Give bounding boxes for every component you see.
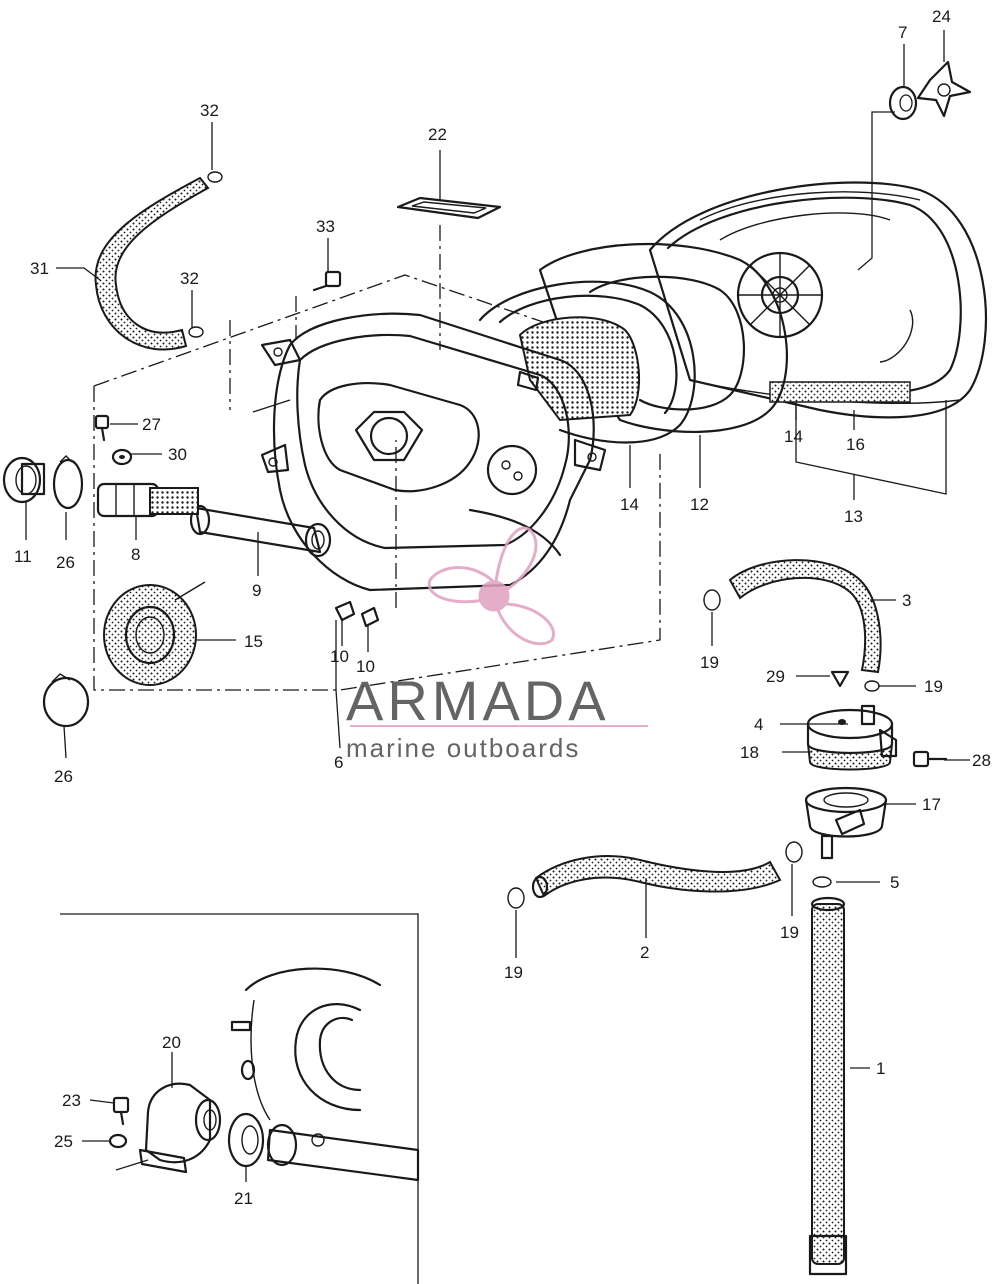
callout-10a: 10 bbox=[330, 647, 349, 666]
callout-15: 15 bbox=[244, 632, 263, 651]
valve-assembly bbox=[804, 704, 898, 860]
clamp-5 bbox=[812, 876, 832, 888]
watermark-brand: ARMADA bbox=[346, 669, 610, 732]
callout-1: 1 bbox=[876, 1059, 885, 1078]
pipe-1 bbox=[808, 896, 848, 1276]
watermark-tagline: marine outboards bbox=[346, 733, 580, 763]
inset-detail bbox=[60, 913, 420, 1284]
callout-21: 21 bbox=[234, 1189, 253, 1208]
callout-6: 6 bbox=[334, 753, 343, 772]
callout-2: 2 bbox=[640, 943, 649, 962]
intake-tube bbox=[189, 504, 332, 558]
callout-3: 3 bbox=[902, 591, 911, 610]
element-gasket bbox=[478, 280, 696, 444]
leader-lines bbox=[25, 30, 970, 1182]
callout-22: 22 bbox=[428, 125, 447, 144]
grommet-15 bbox=[103, 581, 206, 686]
callout-14b: 14 bbox=[784, 427, 803, 446]
screws-10 bbox=[334, 600, 380, 628]
cap-11 bbox=[2, 456, 46, 504]
check-29 bbox=[830, 670, 850, 688]
callout-11: 11 bbox=[14, 547, 32, 566]
gasket bbox=[396, 196, 502, 220]
callout-28: 28 bbox=[972, 751, 991, 770]
callout-10b: 10 bbox=[356, 657, 375, 676]
callout-32a: 32 bbox=[200, 101, 219, 120]
washer-30 bbox=[111, 448, 133, 466]
callout-19c: 19 bbox=[780, 923, 799, 942]
bolt-33 bbox=[312, 270, 342, 292]
callout-27: 27 bbox=[142, 415, 161, 434]
air-cleaner-cover bbox=[648, 181, 988, 419]
hose-3 bbox=[728, 559, 882, 674]
callout-26a: 26 bbox=[56, 553, 75, 572]
callout-25: 25 bbox=[54, 1132, 73, 1151]
callout-23: 23 bbox=[62, 1091, 81, 1110]
watermark: ARMADA marine outboards bbox=[346, 526, 648, 763]
bolt-27 bbox=[94, 414, 110, 442]
callout-30: 30 bbox=[168, 445, 187, 464]
callout-5: 5 bbox=[890, 873, 899, 892]
air-cleaner-case bbox=[252, 312, 607, 592]
bolt-28 bbox=[912, 750, 948, 768]
breather-hose bbox=[94, 171, 223, 351]
callout-4: 4 bbox=[754, 715, 763, 734]
callout-19b: 19 bbox=[924, 677, 943, 696]
callout-18: 18 bbox=[740, 743, 759, 762]
callout-8: 8 bbox=[131, 545, 140, 564]
callout-19d: 19 bbox=[504, 963, 523, 982]
callout-12: 12 bbox=[690, 495, 709, 514]
callout-16: 16 bbox=[846, 435, 865, 454]
callout-7: 7 bbox=[898, 23, 907, 42]
propeller-logo-icon bbox=[427, 526, 555, 646]
callout-24: 24 bbox=[932, 7, 951, 26]
callout-29: 29 bbox=[766, 667, 785, 686]
callout-9: 9 bbox=[252, 581, 261, 600]
callout-14a: 14 bbox=[620, 495, 639, 514]
callout-31: 31 bbox=[30, 259, 49, 278]
callout-26b: 26 bbox=[54, 767, 73, 786]
callout-19a: 19 bbox=[700, 653, 719, 672]
callout-20: 20 bbox=[162, 1033, 181, 1052]
callout-33: 33 bbox=[316, 217, 335, 236]
screen-fitting bbox=[96, 482, 199, 518]
callout-13: 13 bbox=[844, 507, 863, 526]
callout-32b: 32 bbox=[180, 269, 199, 288]
callout-labels: 1 2 3 4 5 6 7 8 9 10 10 11 12 13 14 14 1… bbox=[14, 7, 991, 1208]
callout-17: 17 bbox=[922, 795, 941, 814]
hose-2 bbox=[531, 855, 782, 899]
wing-nut-and-grommet bbox=[888, 60, 972, 121]
clamp-26-bottom bbox=[42, 673, 90, 728]
clamp-26-top bbox=[52, 455, 84, 510]
